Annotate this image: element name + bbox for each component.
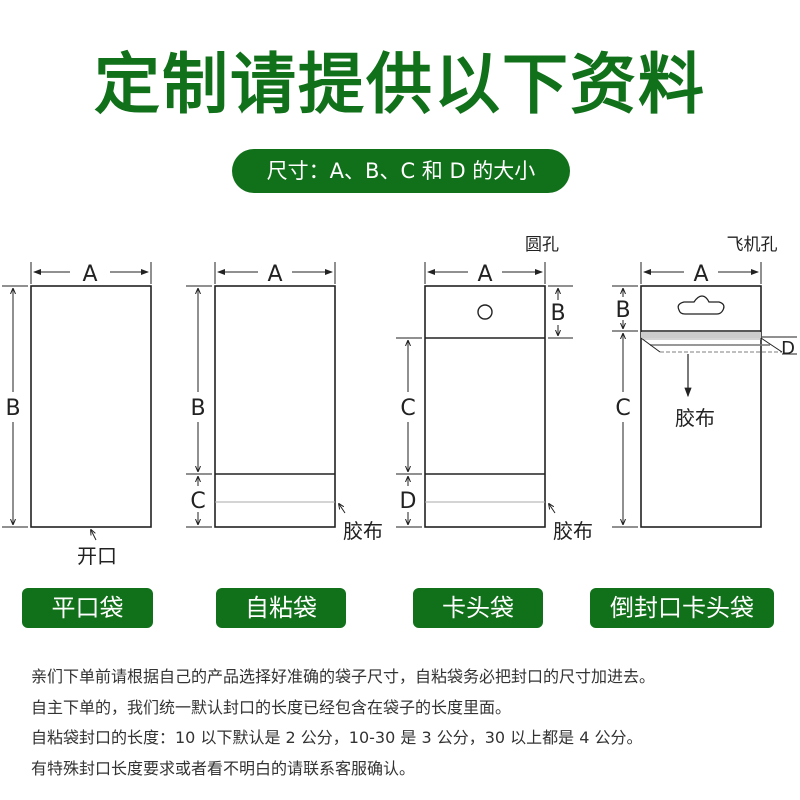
note-line: 有特殊封口长度要求或者看不明白的请联系客服确认。 [31,758,416,778]
dim-label-b: B [615,298,630,323]
note-line: 自粘袋封口的长度：10 以下默认是 2 公分，10-30 是 3 公分，30 以… [31,728,643,747]
dim-label-b: B [190,396,205,421]
note-line: 自主下单的，我们统一默认封口的长度已经包含在袋子的长度里面。 [31,697,512,717]
dim-label-a: A [267,262,282,287]
bag-type-header: 卡头袋 [413,588,543,628]
bag-type-self-seal: 自粘袋 [216,588,346,628]
note-line: 亲们下单前请根据自己的产品选择好准确的袋子尺寸，自粘袋务必把封口的尺寸加进去。 [31,667,656,686]
tape-label: 胶布 [343,519,383,543]
dim-label-c: C [190,489,205,514]
euro-hole-label: 飞机孔 [727,235,778,255]
dim-label-b: B [550,301,565,326]
bag-type-flat: 平口袋 [22,588,153,628]
bag-type-reverse-seal-header: 倒封口卡头袋 [590,588,774,628]
bag-dimension-diagrams: A B 开口 A B C 胶布 圆孔 A B C D 胶布 飞机孔 A B C … [2,235,797,568]
subtitle-badge: 尺寸：A、B、C 和 D 的大小 [232,149,570,193]
opening-label: 开口 [77,544,117,568]
dim-label-d: D [400,489,417,514]
dim-label-d: D [781,338,795,359]
dim-label-a: A [82,262,97,287]
dim-label-c: C [615,396,630,421]
round-hole-label: 圆孔 [525,235,559,255]
diagram-flat-bag [2,262,152,541]
diagram-header-bag-round-hole [396,262,573,528]
dim-label-a: A [477,262,492,287]
dim-label-c: C [400,396,415,421]
tape-label: 胶布 [553,519,593,543]
tape-label: 胶布 [675,406,715,430]
diagram-reverse-seal-header-bag [612,262,797,528]
dim-label-b: B [5,396,20,421]
diagram-self-seal-bag [186,262,346,528]
notes: 亲们下单前请根据自己的产品选择好准确的袋子尺寸，自粘袋务必把封口的尺寸加进去。 … [31,662,791,784]
page-title: 定制请提供以下资料 [94,46,706,123]
dim-label-a: A [693,262,708,287]
